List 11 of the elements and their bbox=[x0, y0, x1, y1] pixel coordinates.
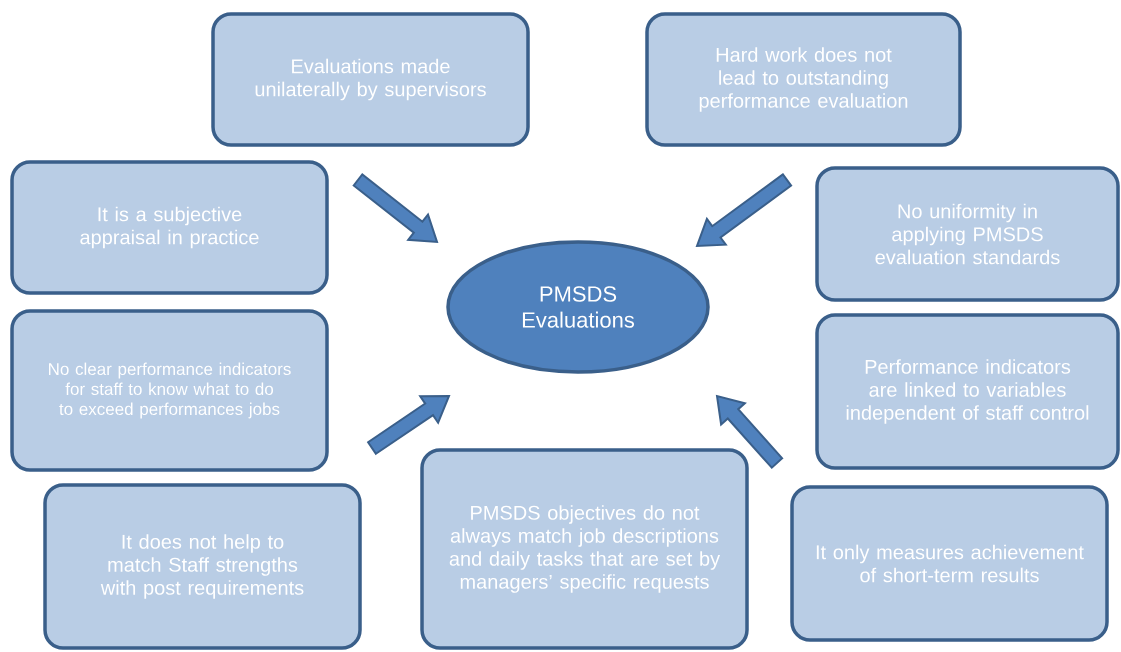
text-box: Hard work does not lead to outstanding performance evaluation bbox=[645, 12, 962, 147]
text-box: No uniformity in applying PMSDS evaluation standards bbox=[815, 166, 1120, 302]
block-arrow bbox=[695, 173, 793, 248]
block-arrow bbox=[352, 173, 439, 244]
text-box: It only measures achievement of short-term results bbox=[790, 485, 1109, 642]
text-box: No clear performance indicators for staff to know what to do to exceed performances jobs bbox=[10, 309, 329, 472]
text-box: Performance indicators are linked to variables independent of staff control bbox=[815, 313, 1120, 470]
text-box: It does not help to match Staff strengths with post requirements bbox=[43, 483, 362, 650]
text-box: PMSDS objectives do not always match job descriptions and daily tasks that are set by managers’ specific requests bbox=[420, 448, 749, 650]
text-box: It is a subjective appraisal in practice bbox=[10, 160, 329, 295]
text-box: Evaluations made unilaterally by supervisors bbox=[211, 12, 530, 147]
